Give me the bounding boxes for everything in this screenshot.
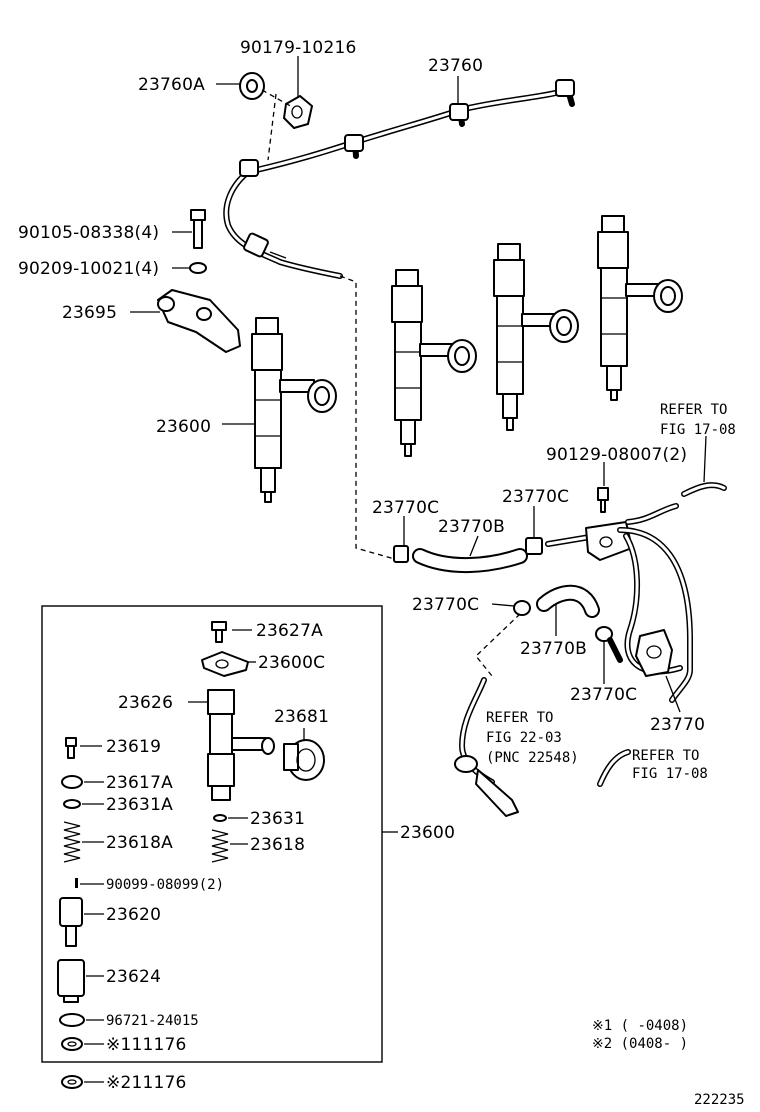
label-23618A: 23618A (106, 833, 173, 853)
spring-23618A (63, 821, 81, 863)
leader-lines (80, 56, 681, 1083)
label-23600: 23600 (156, 417, 211, 437)
retaining-nut-23624 (57, 959, 85, 1003)
label-23770C-d: 23770C (570, 685, 637, 705)
bolt-90105 (190, 209, 206, 249)
clip-23770C-left (393, 545, 409, 563)
injection-pipe-23760 (223, 79, 575, 279)
label-23619: 23619 (106, 737, 161, 757)
label-90129-08007: 90129-08007(2) (546, 445, 687, 465)
label-23681: 23681 (274, 707, 329, 727)
label-23600-kit: 23600 (400, 823, 455, 843)
clamp-23600C (201, 651, 249, 677)
label-23624: 23624 (106, 967, 161, 987)
label-23770B-b: 23770B (520, 639, 587, 659)
spacer-23617A (61, 775, 83, 789)
label-23617A: 23617A (106, 773, 173, 793)
label-23620: 23620 (106, 905, 161, 925)
leakoff-pipe (454, 677, 519, 817)
label-90105-08338: 90105-08338(4) (18, 223, 159, 243)
bolt-23627A (211, 621, 227, 643)
pin-23619 (65, 737, 77, 759)
gasket-23760A (239, 72, 265, 100)
spring-23618 (211, 829, 229, 863)
nozzle-23620 (59, 897, 83, 947)
clip-23770C-lower-right (595, 626, 613, 642)
note-2: ※2 (0408- ) (592, 1036, 688, 1052)
injector-3 (493, 243, 579, 431)
label-90209-10021: 90209-10021(4) (18, 259, 159, 279)
clip-23770C-right (525, 537, 543, 555)
label-90179-10216: 90179-10216 (240, 38, 357, 58)
label-23770C-a: 23770C (372, 498, 439, 518)
label-23760A: 23760A (138, 75, 205, 95)
nozzle-holder-23626 (207, 689, 275, 801)
label-23770B-a: 23770B (438, 517, 505, 537)
note-1: ※1 ( -0408) (592, 1018, 688, 1034)
label-23631A: 23631A (106, 795, 173, 815)
label-23600C: 23600C (258, 653, 325, 673)
label-23618: 23618 (250, 835, 305, 855)
label-refer-fig-22-03-line1: REFER TO (486, 710, 553, 726)
injector-4 (597, 215, 683, 401)
hose-23770B-lower (536, 584, 600, 618)
holder-cap-23681 (283, 739, 325, 781)
gasket-11176-1 (61, 1037, 83, 1051)
label-refer-fig-17-08-a-line1: REFER TO (660, 402, 727, 418)
label-refer-fig-22-03-line3: (PNC 22548) (486, 750, 579, 766)
label-refer-fig-17-08-b-line1: REFER TO (632, 748, 699, 764)
clip-23770C-lower-left (513, 600, 531, 616)
washer-23631 (213, 814, 227, 822)
label-11176-1: ※111176 (106, 1035, 187, 1055)
kit-box-23600 (41, 605, 383, 1063)
o-ring-96721 (59, 1013, 85, 1027)
label-23770C-c: 23770C (412, 595, 479, 615)
label-23760: 23760 (428, 56, 483, 76)
label-refer-fig-17-08-b-line2: FIG 17-08 (632, 766, 708, 782)
label-23770C-b: 23770C (502, 487, 569, 507)
label-23631: 23631 (250, 809, 305, 829)
label-refer-fig-22-03-line2: FIG 22-03 (486, 730, 562, 746)
label-23627A: 23627A (256, 621, 323, 641)
figure-id: 222235 (694, 1092, 745, 1108)
label-refer-fig-17-08-a-line2: FIG 17-08 (660, 422, 736, 438)
sleeve-90179-10216 (283, 95, 313, 129)
label-11176-2: ※211176 (106, 1073, 187, 1093)
washer-90209 (189, 262, 207, 274)
washer-23631A (63, 799, 81, 809)
pin-90099 (75, 878, 78, 888)
injector-2 (391, 269, 477, 457)
nozzle-clamp-23695 (157, 289, 241, 353)
hose-23770B-upper (412, 548, 528, 574)
injector-23600-main (251, 317, 337, 503)
fuel-pipe-23770 (617, 482, 727, 703)
label-23695: 23695 (62, 303, 117, 323)
gasket-11176-2 (61, 1075, 83, 1089)
label-90099-08099: 90099-08099(2) (106, 877, 224, 893)
label-96721-24015: 96721-24015 (106, 1013, 199, 1029)
label-23770: 23770 (650, 715, 705, 735)
label-23626: 23626 (118, 693, 173, 713)
